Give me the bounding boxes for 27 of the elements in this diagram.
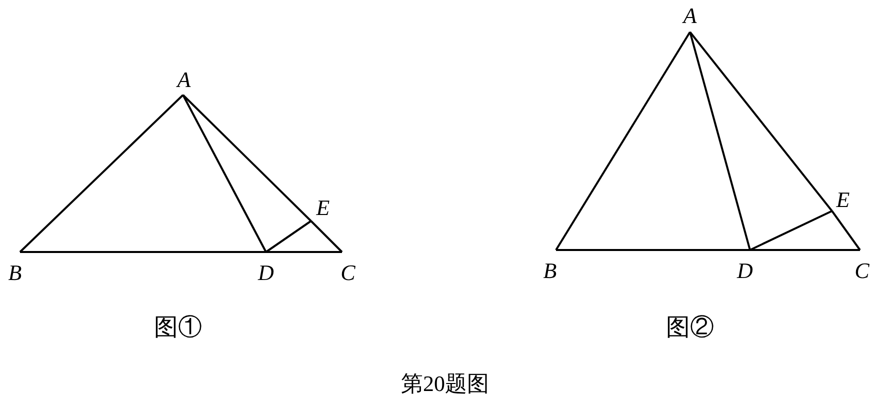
line-segment [555,31,691,251]
line-segment [19,94,184,253]
line-segment [750,210,832,251]
point-label: D [258,262,274,284]
point-label: E [836,189,850,211]
line-segment [556,249,750,251]
point-label: A [683,5,697,27]
point-label: D [737,260,753,282]
line-segment [689,32,751,250]
line-segment [831,210,861,251]
figure-label: 图① [154,315,202,341]
line-segment [689,31,833,212]
line-segment [266,251,342,253]
point-label: E [316,197,330,219]
line-segment [182,94,267,252]
point-label: B [8,262,22,284]
line-segment [182,94,312,222]
caption: 第20题图 [401,371,489,397]
line-segment [750,249,860,251]
line-segment [310,220,343,253]
line-segment [265,220,312,253]
point-label: B [543,260,557,282]
figure-label: 图② [666,315,714,341]
line-segment [20,251,266,253]
point-label: A [177,69,191,91]
point-label: C [340,262,356,284]
point-label: C [854,260,870,282]
